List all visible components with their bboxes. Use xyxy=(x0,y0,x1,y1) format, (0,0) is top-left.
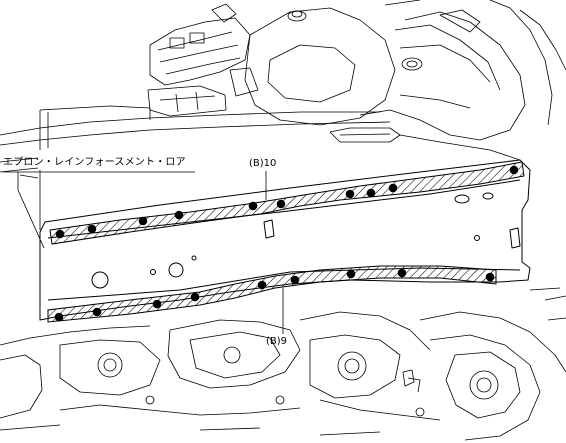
weld-spot xyxy=(509,165,519,175)
weld-spot xyxy=(54,312,64,322)
weld-spot xyxy=(257,280,267,290)
weld-spot xyxy=(485,272,495,282)
upper-weld-dots xyxy=(55,165,519,239)
upper-weld-label: (B)10 xyxy=(249,158,277,169)
weld-spot xyxy=(345,189,355,199)
weld-spot xyxy=(138,216,148,226)
weld-spot xyxy=(366,188,376,198)
weld-spot xyxy=(248,201,258,211)
weld-spot xyxy=(276,199,286,209)
weld-spot xyxy=(388,183,398,193)
leader-lines xyxy=(3,171,284,334)
part-name-label: エプロン・レインフォースメント・ロア xyxy=(3,157,186,168)
weld-spot xyxy=(55,229,65,239)
upper-weld-strip xyxy=(49,161,525,245)
lower-weld-label: (B)9 xyxy=(266,336,288,347)
weld-spot xyxy=(346,269,356,279)
part-name-leader xyxy=(3,171,195,249)
weld-spot xyxy=(397,268,407,278)
weld-spot xyxy=(174,210,184,220)
weld-spot xyxy=(87,224,97,234)
weld-spot xyxy=(190,292,200,302)
weld-spot xyxy=(92,307,102,317)
lower-weld-dots xyxy=(54,268,495,322)
weld-spot xyxy=(152,299,162,309)
weld-spot xyxy=(290,275,300,285)
lower-weld-strip xyxy=(47,265,497,323)
